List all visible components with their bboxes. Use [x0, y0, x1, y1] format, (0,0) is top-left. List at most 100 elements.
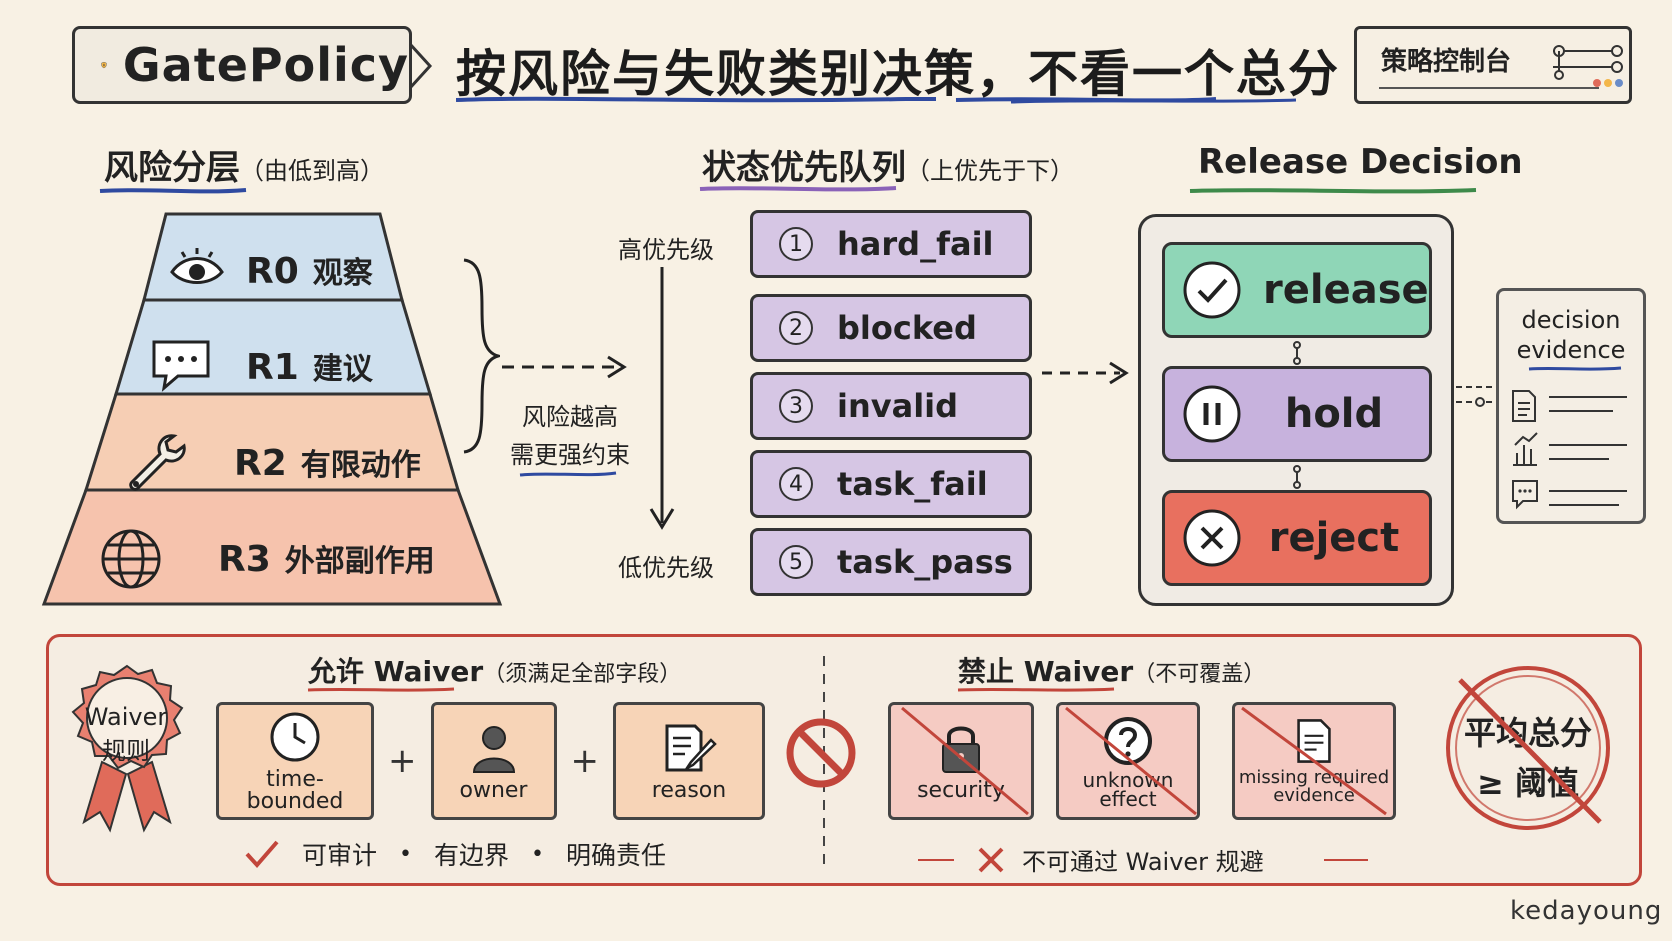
brand-name: GatePolicy [122, 38, 409, 92]
queue-title-underline [699, 186, 897, 192]
queue-item-task-pass: 5 task_pass [750, 528, 1032, 596]
chat-bubble-icon [152, 340, 210, 392]
sliders-icon [1553, 45, 1623, 87]
tier-brace [463, 258, 500, 454]
checkmark-icon [245, 840, 279, 869]
rosette-badge-icon [71, 664, 184, 833]
queue-label: task_pass [837, 543, 1013, 581]
connector-link [1293, 465, 1301, 489]
low-priority-label: 低优先级 [618, 554, 714, 582]
priority-arrow-down-icon [649, 267, 675, 530]
check-circle-icon [1183, 261, 1241, 319]
queue-number: 1 [779, 227, 813, 261]
queue-number: 2 [779, 311, 813, 345]
allowed-waiver-properties: 可审计 • 有边界 • 明确责任 [244, 836, 666, 872]
queue-title: 状态优先队列（上优先于下） [702, 148, 1074, 188]
forbidden-security: security [888, 702, 1034, 820]
high-priority-label: 高优先级 [618, 236, 714, 264]
forbidden-waiver-title: 禁止 Waiver（不可覆盖） [958, 655, 1266, 688]
lock-icon [942, 726, 980, 773]
dash-line [1323, 858, 1368, 861]
queue-number: 3 [779, 389, 813, 423]
allow-title-underline [307, 687, 455, 692]
allowed-waiver-fields: time-bounded + owner + reason [216, 702, 765, 820]
deny-title-underline [957, 687, 1115, 692]
dashed-arrow-right-icon [502, 355, 627, 379]
headline: 按风险与失败类别决策，不看一个总分 [456, 45, 1340, 103]
waiver-field-owner: owner [430, 702, 557, 820]
queue-number: 4 [779, 467, 813, 501]
card-label: unknown effect [1082, 768, 1174, 811]
queue-label: invalid [837, 387, 959, 425]
stamp-strike [1458, 678, 1602, 824]
rosette-label: Waiver 规则 [84, 703, 168, 765]
card-label: reason [651, 778, 727, 803]
queue-label: task_fail [837, 465, 988, 503]
dashed-arrow-right-icon [1042, 361, 1129, 385]
author-signature: kedayoung [1510, 896, 1663, 926]
queue-item-hard-fail: 1 hard_fail [750, 210, 1032, 278]
queue-item-blocked: 2 blocked [750, 294, 1032, 362]
card-label: missing required evidence [1238, 767, 1390, 806]
document-icon [1297, 719, 1331, 763]
connector-link [1293, 341, 1301, 365]
allowed-waiver-title: 允许 Waiver（须满足全部字段） [308, 655, 682, 688]
dash-line [918, 858, 954, 861]
prohibited-icon [786, 718, 856, 788]
shield-icon [101, 61, 107, 69]
x-mark-icon [978, 847, 1004, 872]
caption-underline [519, 471, 617, 477]
queue-label: blocked [837, 309, 977, 347]
waiver-field-reason: reason [613, 702, 765, 820]
evidence-connector [1456, 386, 1496, 407]
card-label: security [917, 778, 1005, 803]
tier-r3-band [41, 488, 503, 606]
decision-label: reject [1268, 515, 1400, 561]
evidence-underline [1528, 366, 1622, 371]
evidence-rows [1512, 390, 1627, 510]
console-divider [1379, 87, 1599, 89]
risk-title-underline [99, 188, 247, 194]
queue-number: 5 [779, 545, 813, 579]
policy-console[interactable]: 策略控制台 [1354, 26, 1632, 104]
person-icon [472, 726, 515, 773]
card-label: time-bounded [246, 767, 344, 814]
forbidden-missing-evidence: missing required evidence [1232, 702, 1396, 820]
chevron-right-icon [408, 42, 433, 90]
decision-label: release [1263, 267, 1429, 313]
decision-evidence-card: decision evidence [1496, 288, 1646, 524]
waiver-field-time-bounded: time-bounded [216, 702, 374, 820]
forbidden-unknown-effect: unknown effect [1056, 702, 1200, 820]
evidence-title: decision evidence [1516, 306, 1626, 364]
risk-tiers-title: 风险分层（由低到高） [104, 148, 384, 188]
decision-release: release [1162, 242, 1432, 338]
rejected-stamp [1446, 666, 1610, 830]
decision-hold: hold [1162, 366, 1432, 462]
decision-reject: reject [1162, 490, 1432, 586]
comment-icon [1512, 480, 1538, 510]
decision-title-underline [1189, 188, 1477, 194]
brand-title-box: GatePolicy [72, 26, 412, 104]
bar-chart-icon [1513, 432, 1538, 466]
forbidden-waiver-note: 不可通过 Waiver 规避 [918, 842, 1368, 877]
release-decision-title: Release Decision [1198, 142, 1523, 182]
x-circle-icon [1183, 509, 1241, 567]
console-label: 策略控制台 [1381, 47, 1512, 77]
question-circle-icon [1104, 717, 1152, 765]
headline-underline [456, 96, 1296, 104]
pause-circle-icon [1183, 385, 1241, 443]
plus-sign: + [388, 741, 417, 781]
document-pen-icon [665, 724, 717, 772]
wrench-icon [129, 434, 186, 491]
queue-label: hard_fail [837, 225, 994, 263]
globe-icon [101, 529, 161, 589]
risk-caption: 风险越高 需更强约束 [510, 403, 630, 469]
eye-icon [170, 248, 224, 284]
document-icon [1512, 390, 1536, 422]
clock-icon [270, 712, 320, 762]
queue-item-invalid: 3 invalid [750, 372, 1032, 440]
